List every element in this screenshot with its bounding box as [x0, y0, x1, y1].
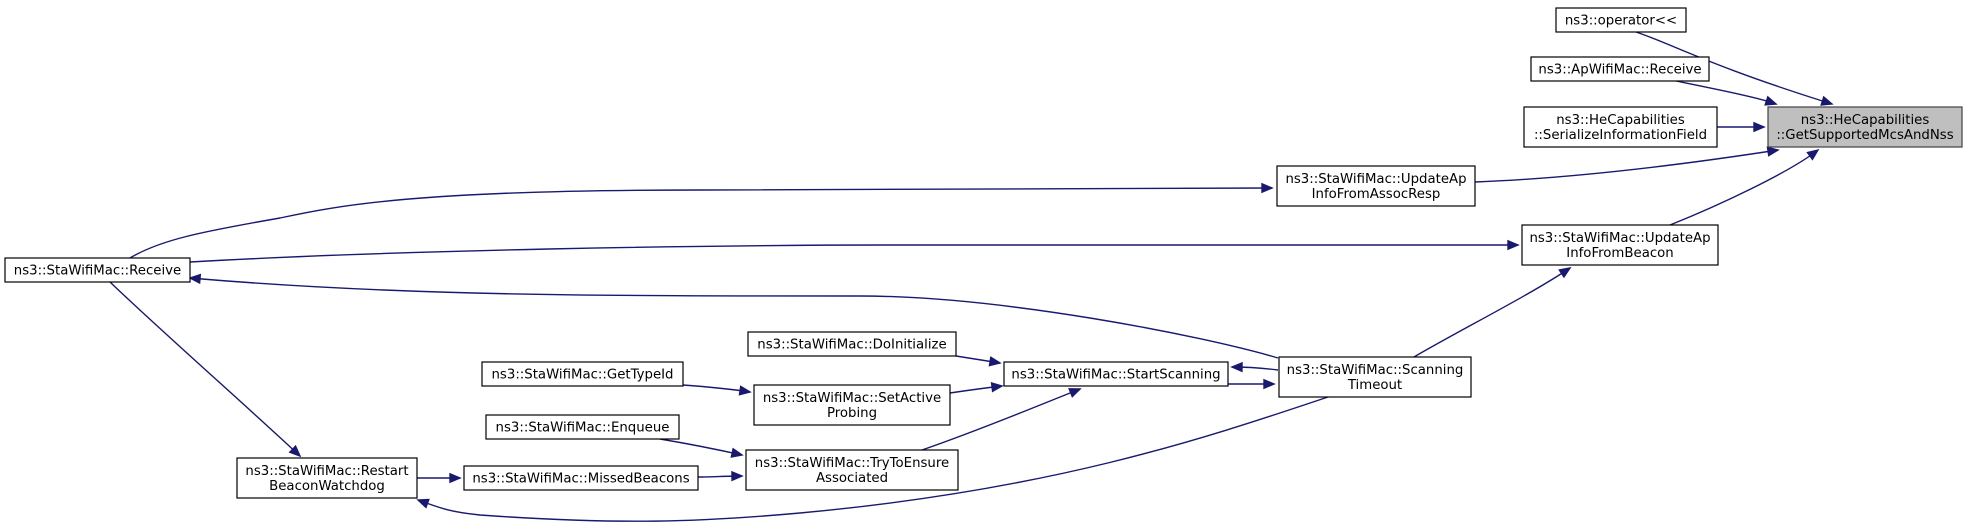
node-label-line: InfoFromBeacon — [1566, 246, 1673, 261]
edge-sta-receive-to-restart-watchdog — [109, 281, 302, 458]
edge-missed-beacons-to-try-to-ensure — [697, 470, 744, 482]
node-update-assoc[interactable]: ns3::StaWifiMac::UpdateApInfoFromAssocRe… — [1276, 165, 1476, 207]
edge-do-initialize-to-start-scanning — [955, 355, 1002, 367]
node-get-type-id[interactable]: ns3::StaWifiMac::GetTypeId — [481, 361, 684, 387]
edge-update-assoc-to-focus — [1474, 146, 1780, 183]
node-label-line: ns3::StaWifiMac::TryToEnsure — [755, 456, 949, 471]
edge-sta-receive-to-update-assoc — [129, 182, 1274, 259]
node-label-line: ns3::StaWifiMac::MissedBeacons — [472, 472, 689, 487]
node-label-line: ns3::HeCapabilities — [1556, 113, 1685, 128]
edge-scanning-timeout-to-sta-receive — [188, 273, 1279, 359]
node-label-line: ns3::StaWifiMac::Restart — [245, 464, 408, 479]
edge-serialize-to-focus — [1717, 121, 1766, 133]
node-label-line: Probing — [827, 406, 877, 421]
node-label-line: InfoFromAssocResp — [1312, 187, 1441, 202]
edge-scanning-timeout-to-update-beacon — [1413, 267, 1572, 358]
call-edges — [109, 31, 1834, 522]
node-label-line: ns3::HeCapabilities — [1801, 113, 1930, 128]
node-operator-out[interactable]: ns3::operator<< — [1555, 7, 1687, 33]
node-label-line: ns3::StaWifiMac::DoInitialize — [757, 338, 946, 353]
edge-scanning-timeout-to-start-scanning — [1230, 361, 1279, 373]
edge-ap-receive-to-focus — [1675, 80, 1778, 106]
node-label-line: ns3::StaWifiMac::Scanning — [1287, 363, 1464, 378]
node-sta-receive[interactable]: ns3::StaWifiMac::Receive — [4, 257, 191, 283]
node-label-line: ns3::StaWifiMac::UpdateAp — [1285, 172, 1466, 187]
node-label-line: ns3::ApWifiMac::Receive — [1538, 63, 1701, 78]
node-enqueue[interactable]: ns3::StaWifiMac::Enqueue — [485, 414, 680, 440]
edge-restart-watchdog-to-missed-beacons — [417, 472, 462, 484]
node-do-initialize[interactable]: ns3::StaWifiMac::DoInitialize — [747, 331, 957, 357]
node-label-line: ns3::StaWifiMac::Enqueue — [496, 421, 670, 436]
node-start-scanning[interactable]: ns3::StaWifiMac::StartScanning — [1003, 361, 1229, 387]
node-label-line: Associated — [816, 471, 888, 486]
edge-set-active-probing-to-start-scanning — [949, 382, 1004, 394]
node-label-line: ns3::StaWifiMac::StartScanning — [1011, 368, 1220, 383]
node-ap-receive[interactable]: ns3::ApWifiMac::Receive — [1530, 56, 1710, 82]
node-label-line: ns3::StaWifiMac::Receive — [14, 264, 181, 279]
function-nodes: ns3::HeCapabilities::GetSupportedMcsAndN… — [4, 7, 1963, 499]
edge-scanning-timeout-to-restart-watchdog — [416, 396, 1329, 522]
node-label-line: ::SerializeInformationField — [1534, 128, 1707, 143]
node-label-line: ns3::StaWifiMac::GetTypeId — [492, 368, 674, 383]
node-label-line: ns3::StaWifiMac::UpdateAp — [1529, 231, 1710, 246]
node-label-line: ns3::operator<< — [1565, 14, 1677, 29]
node-focus[interactable]: ns3::HeCapabilities::GetSupportedMcsAndN… — [1767, 106, 1963, 148]
node-label-line: ::GetSupportedMcsAndNss — [1776, 128, 1953, 143]
node-label-line: ns3::StaWifiMac::SetActive — [763, 391, 941, 406]
edge-get-type-id-to-set-active-probing — [682, 384, 752, 396]
node-serialize[interactable]: ns3::HeCapabilities::SerializeInformatio… — [1523, 106, 1718, 148]
node-missed-beacons[interactable]: ns3::StaWifiMac::MissedBeacons — [463, 465, 699, 491]
edge-try-to-ensure-to-start-scanning — [921, 388, 1082, 451]
edge-sta-receive-to-update-beacon — [189, 239, 1520, 263]
edge-update-beacon-to-focus — [1669, 148, 1820, 226]
node-label-line: BeaconWatchdog — [269, 479, 385, 494]
edge-start-scanning-to-scanning-timeout — [1227, 378, 1276, 390]
edge-enqueue-to-try-to-ensure — [659, 438, 744, 458]
node-label-line: Timeout — [1347, 378, 1402, 393]
